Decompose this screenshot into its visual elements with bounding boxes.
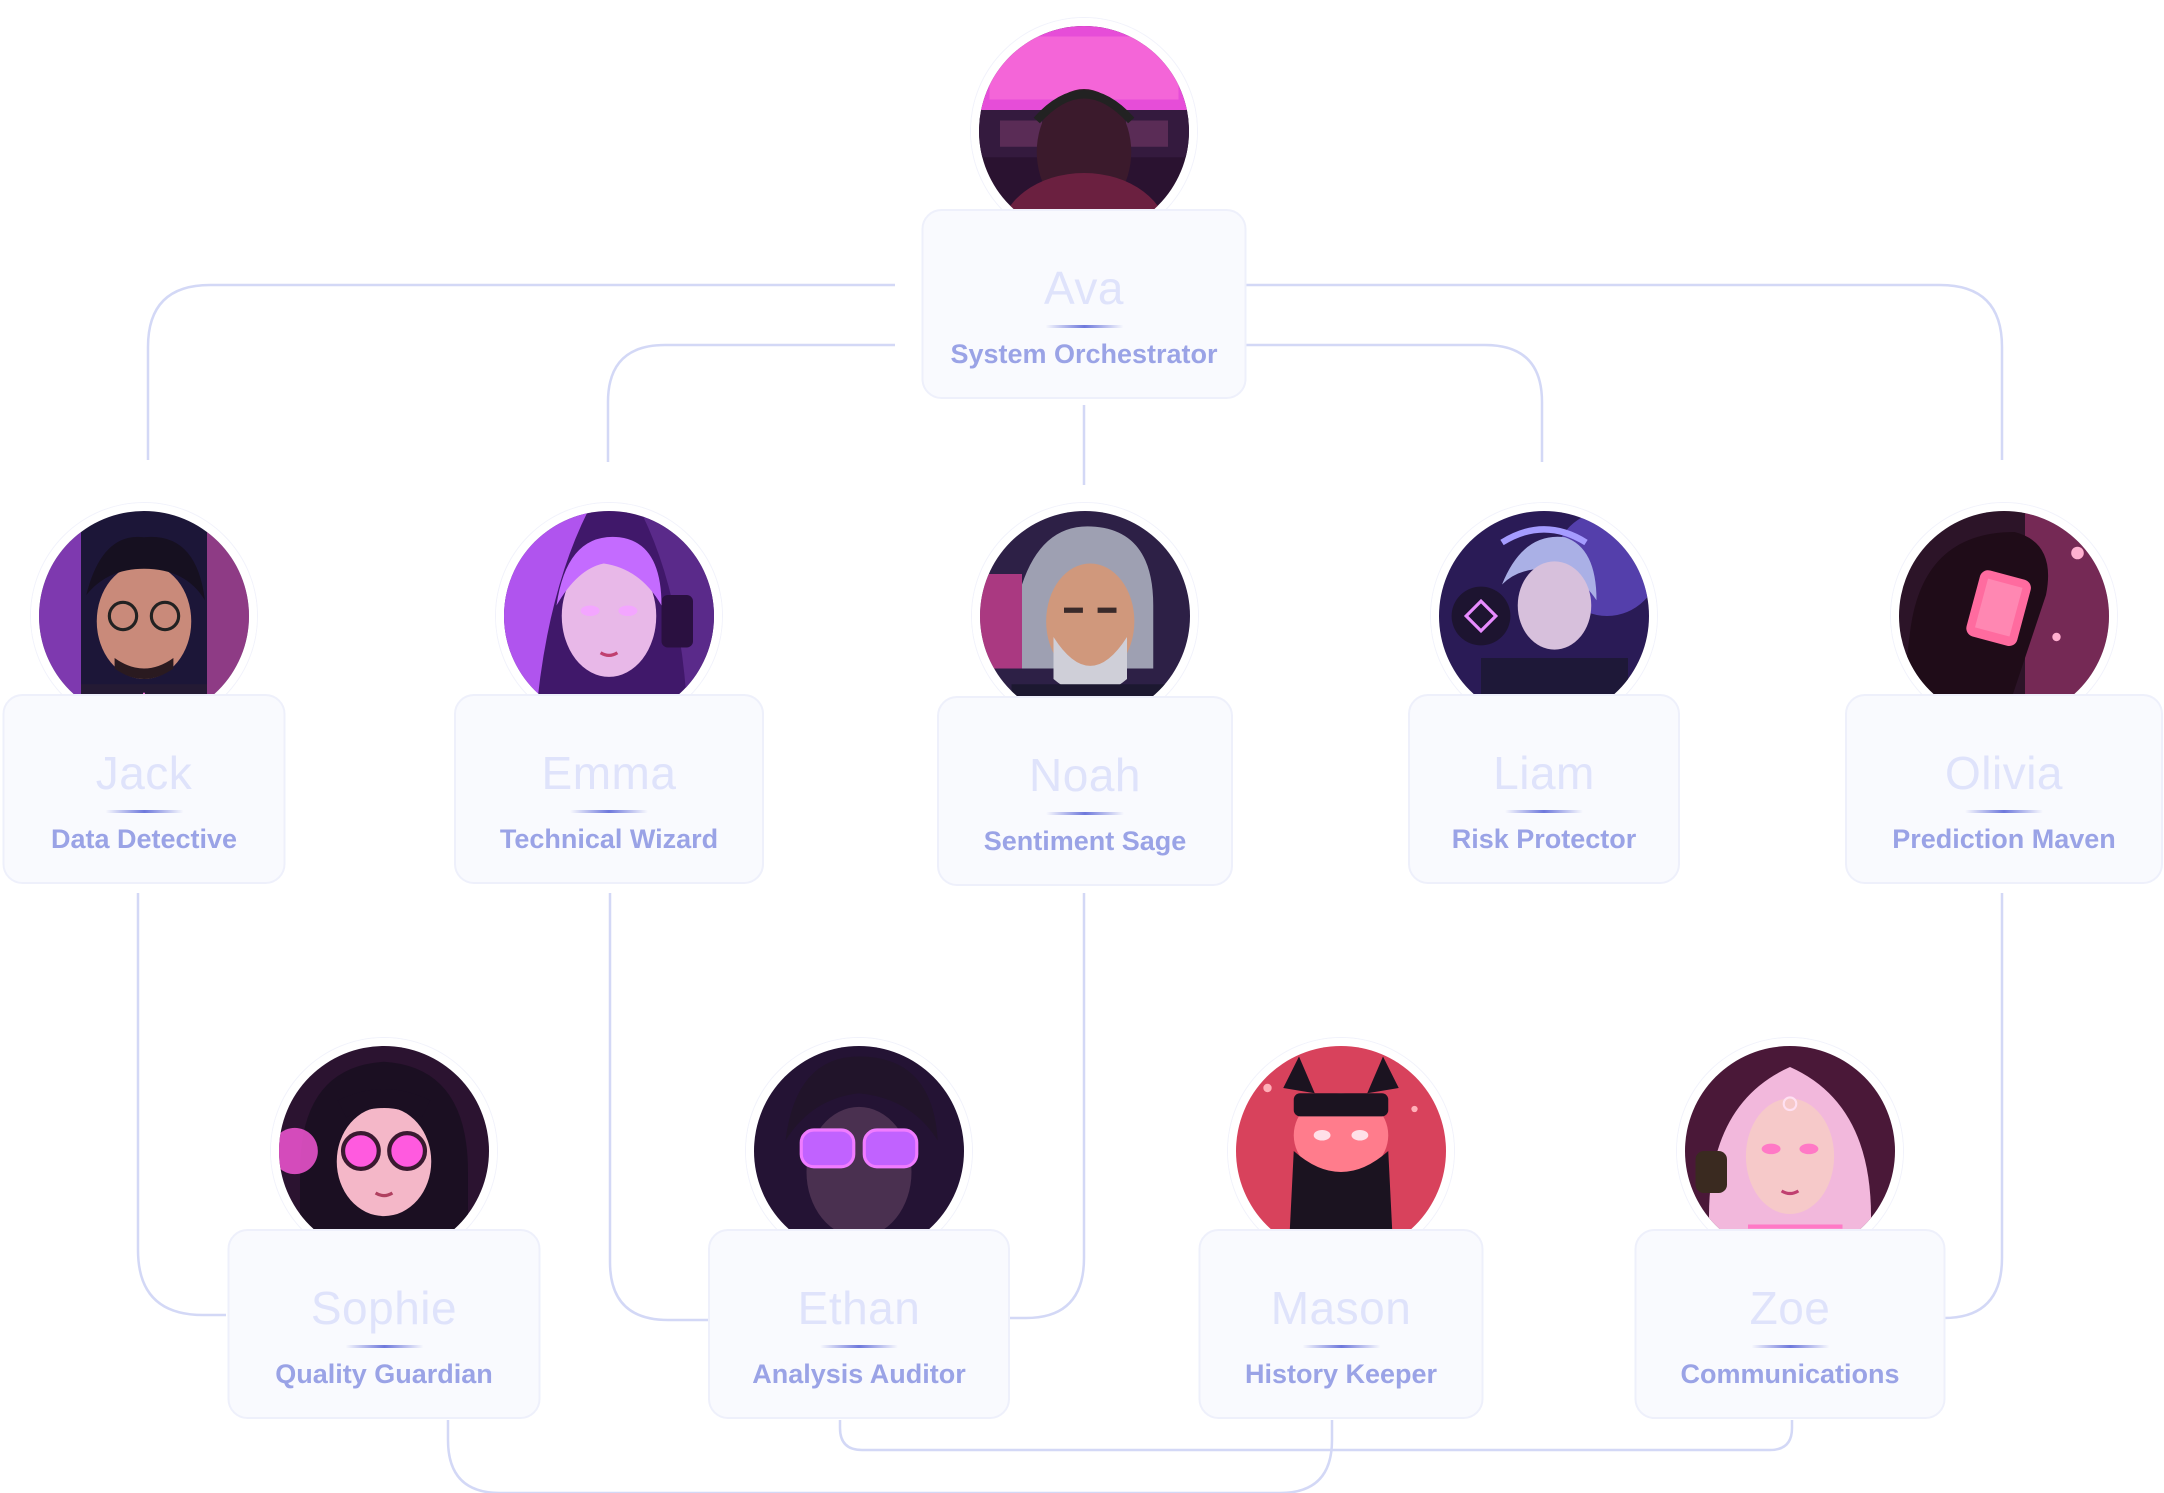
name-divider	[1505, 810, 1583, 813]
name-divider	[1046, 812, 1124, 815]
connector-sophie-mason	[446, 1420, 1334, 1493]
ava-portrait-icon	[979, 26, 1189, 236]
agent-role: Risk Protector	[1451, 824, 1637, 854]
name-divider	[1965, 810, 2043, 813]
connector-noah-ethan	[1010, 893, 1086, 1320]
agent-role: History Keeper	[1244, 1359, 1438, 1389]
agent-card-emma: Emma Technical Wizard	[454, 694, 764, 884]
name-divider	[105, 810, 183, 813]
connector-ava-jack	[146, 283, 895, 460]
connector-ethan-zoe	[838, 1420, 1794, 1452]
agent-card-mason: Mason History Keeper	[1198, 1229, 1484, 1419]
agent-card-liam: Liam Risk Protector	[1408, 694, 1680, 884]
sophie-portrait-icon	[279, 1046, 489, 1256]
agent-name: Olivia	[1944, 747, 2064, 799]
connector-jack-sophie	[136, 893, 226, 1317]
ethan-portrait-icon	[754, 1046, 964, 1256]
agent-role: Sentiment Sage	[983, 826, 1187, 856]
emma-portrait-icon	[504, 511, 714, 721]
avatar-olivia	[1891, 503, 2117, 729]
agent-name: Mason	[1270, 1282, 1412, 1334]
agent-role: Analysis Auditor	[752, 1359, 966, 1389]
agent-card-ethan: Ethan Analysis Auditor	[708, 1229, 1010, 1419]
agent-role: Communications	[1680, 1359, 1900, 1389]
agent-name: Emma	[541, 747, 677, 799]
connector-ava-liam	[1245, 343, 1544, 462]
agent-name: Noah	[1029, 749, 1141, 801]
avatar-emma	[496, 503, 722, 729]
zoe-portrait-icon	[1685, 1046, 1895, 1256]
name-divider	[570, 810, 648, 813]
agent-name: Ethan	[797, 1282, 921, 1334]
connector-emma-ethan	[608, 893, 708, 1322]
avatar-mason	[1228, 1038, 1454, 1264]
agent-role: System Orchestrator	[950, 339, 1218, 369]
agent-name: Sophie	[310, 1282, 458, 1334]
agent-card-ava: Ava System Orchestrator	[921, 209, 1247, 399]
agent-card-zoe: Zoe Communications	[1634, 1229, 1946, 1419]
liam-portrait-icon	[1439, 511, 1649, 721]
agent-role: Data Detective	[50, 824, 238, 854]
agent-card-olivia: Olivia Prediction Maven	[1845, 694, 2163, 884]
connector-ava-emma	[606, 343, 895, 462]
agent-name: Zoe	[1749, 1282, 1831, 1334]
agent-role: Prediction Maven	[1892, 824, 2116, 854]
agent-role: Quality Guardian	[275, 1359, 493, 1389]
agent-name: Jack	[95, 747, 193, 799]
name-divider	[1751, 1345, 1829, 1348]
jack-portrait-icon: 未	[39, 511, 249, 721]
agent-card-sophie: Sophie Quality Guardian	[227, 1229, 541, 1419]
agent-card-noah: Noah Sentiment Sage	[937, 696, 1233, 886]
agent-card-jack: Jack Data Detective	[2, 694, 286, 884]
olivia-portrait-icon	[1899, 511, 2109, 721]
connector-ava-olivia	[1245, 283, 2004, 460]
agent-role: Technical Wizard	[499, 824, 719, 854]
avatar-sophie	[271, 1038, 497, 1264]
name-divider	[1045, 325, 1123, 328]
name-divider	[345, 1345, 423, 1348]
noah-portrait-icon	[980, 511, 1190, 721]
connector-olivia-zoe	[1942, 893, 2004, 1320]
name-divider	[1302, 1345, 1380, 1348]
mason-portrait-icon	[1236, 1046, 1446, 1256]
agent-name: Liam	[1493, 747, 1595, 799]
name-divider	[820, 1345, 898, 1348]
agent-name: Ava	[1044, 262, 1124, 314]
